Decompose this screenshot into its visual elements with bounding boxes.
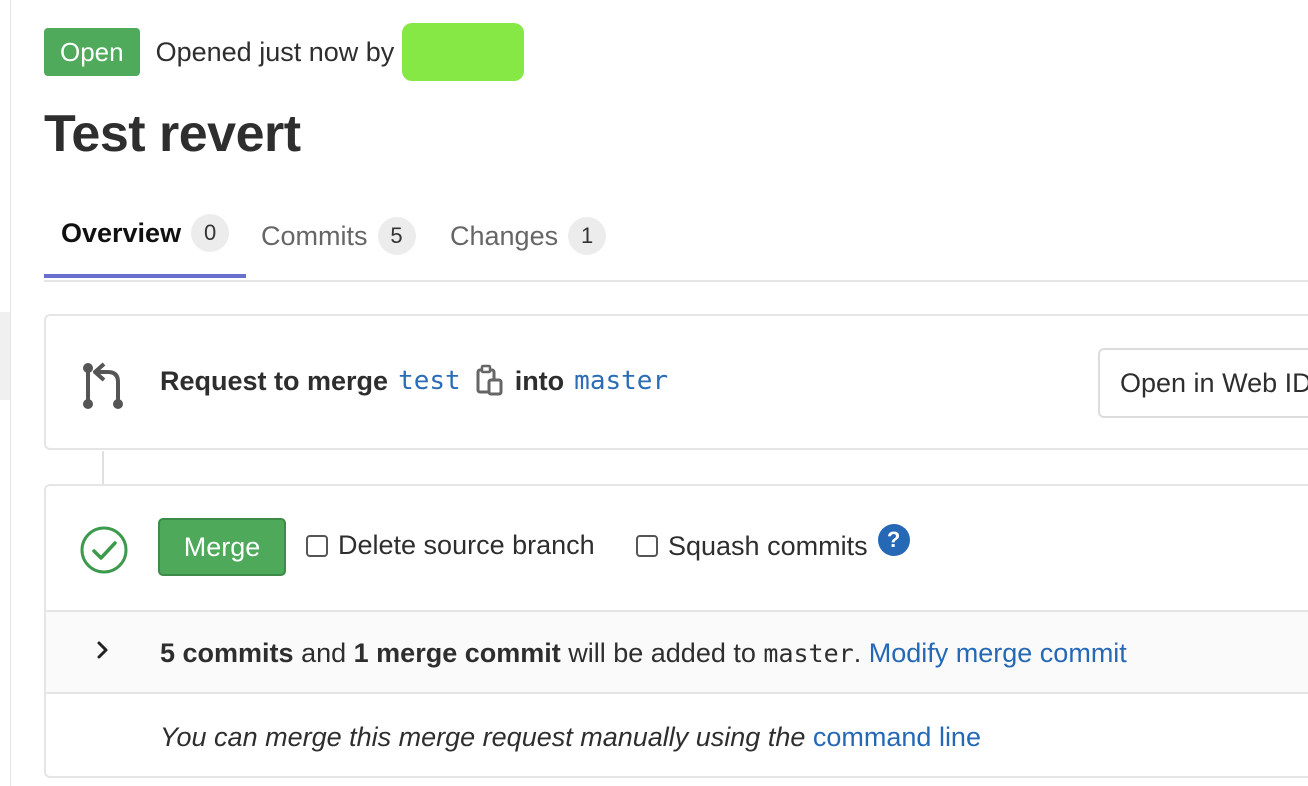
open-web-ide-button[interactable]: Open in Web IDE [1098, 348, 1308, 418]
manual-merge-prefix: You can merge this merge request manuall… [160, 722, 806, 752]
delete-source-branch-label: Delete source branch [338, 530, 595, 560]
source-branch-link[interactable]: test [398, 366, 461, 396]
commit-count: 5 commits [160, 638, 294, 668]
status-badge: Open [44, 28, 140, 76]
target-branch-link[interactable]: master [574, 366, 669, 396]
author-redacted [402, 23, 525, 81]
mr-tabs: Overview 0 Commits 5 Changes 1 [44, 192, 1308, 282]
commit-summary-text: 5 commits and 1 merge commit will be add… [160, 638, 1127, 669]
tab-changes-label: Changes [450, 220, 559, 251]
period: . [853, 638, 862, 668]
merge-button[interactable]: Merge [158, 518, 286, 576]
squash-commits-checkbox[interactable] [636, 535, 658, 557]
merge-actions-row: Merge Delete source branch Squash commit… [46, 486, 1308, 612]
timeline-connector [102, 451, 104, 485]
merge-commit-count: 1 merge commit [353, 638, 561, 668]
manual-merge-text: You can merge this merge request manuall… [160, 722, 981, 753]
tab-overview-count: 0 [191, 214, 230, 252]
merge-info-text: Request to merge test into master [160, 364, 678, 398]
squash-commits-label: Squash commits [668, 530, 868, 561]
tab-commits-count: 5 [377, 217, 416, 255]
merge-request-icon [83, 362, 123, 409]
merge-prefix: Request to merge [160, 365, 389, 396]
tab-changes-count: 1 [568, 217, 607, 255]
tab-commits-label: Commits [261, 220, 368, 251]
squash-commits-option[interactable]: Squash commits ? [636, 524, 910, 562]
opened-text: Opened just now by [155, 36, 395, 67]
check-circle-icon [80, 526, 128, 574]
modify-merge-commit-link[interactable]: Modify merge commit [868, 638, 1127, 668]
chevron-right-icon[interactable] [96, 640, 110, 660]
manual-merge-row: You can merge this merge request manuall… [46, 694, 1308, 776]
tab-overview-label: Overview [61, 217, 182, 248]
mr-header: Open Opened just now by [44, 23, 525, 81]
page-title: Test revert [44, 105, 301, 163]
added-text: will be added to [568, 638, 756, 668]
delete-source-branch-checkbox[interactable] [306, 534, 328, 557]
commit-summary-row: 5 commits and 1 merge commit will be add… [46, 612, 1308, 694]
help-icon[interactable]: ? [877, 524, 910, 556]
target-branch-code: master [763, 639, 854, 668]
into-text: into [514, 365, 565, 396]
and-text: and [301, 638, 347, 668]
clipboard-icon[interactable] [475, 364, 505, 398]
sidebar-toggle-stub[interactable] [0, 312, 10, 400]
tab-overview[interactable]: Overview 0 [44, 192, 246, 278]
merge-widget: Merge Delete source branch Squash commit… [44, 484, 1308, 778]
command-line-link[interactable]: command line [812, 722, 981, 752]
tab-changes[interactable]: Changes 1 [450, 192, 607, 280]
delete-source-branch-option[interactable]: Delete source branch [306, 530, 595, 561]
merge-request-info: Request to merge test into master Open i… [44, 314, 1308, 450]
tab-commits[interactable]: Commits 5 [261, 192, 416, 280]
